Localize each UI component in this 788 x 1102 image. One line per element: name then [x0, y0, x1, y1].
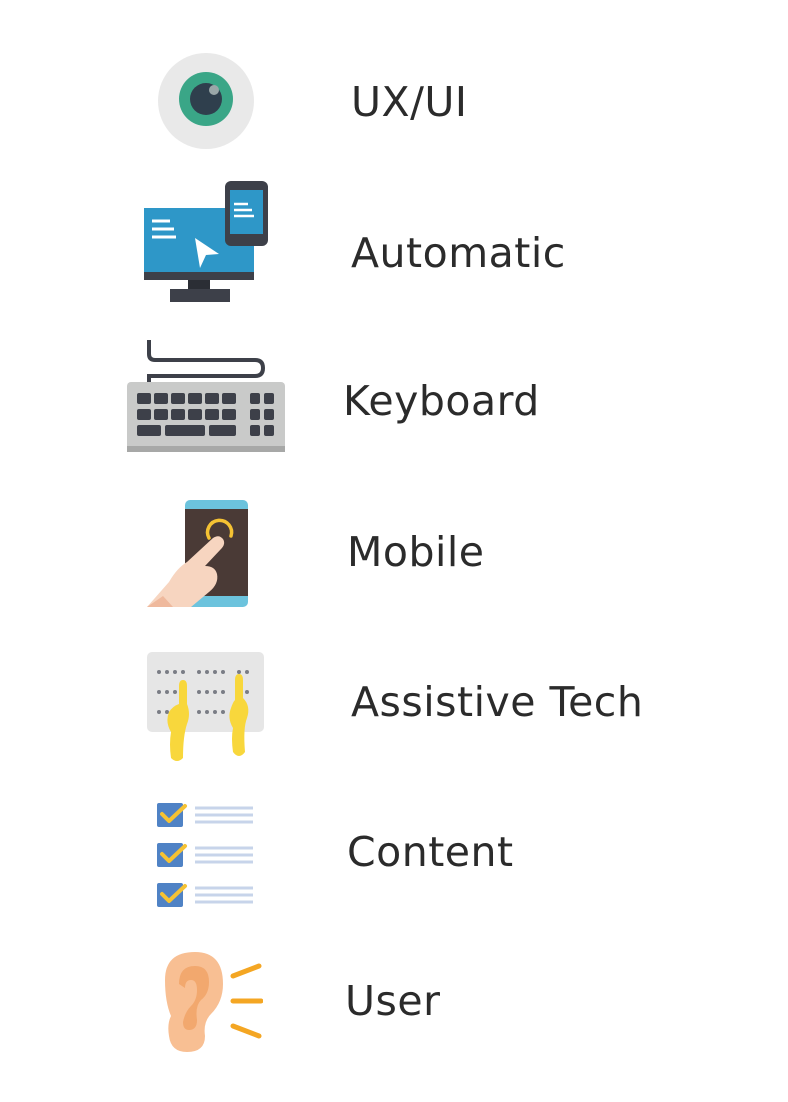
eye-icon: [157, 52, 255, 150]
list-item-label: Automatic: [351, 229, 566, 277]
list-item-keyboard: Keyboard: [0, 330, 788, 460]
list-item-label: UX/UI: [351, 78, 468, 126]
touch-phone-icon: [147, 500, 249, 608]
list-item-automatic: Automatic: [0, 170, 788, 310]
list-item-mobile: Mobile: [0, 490, 788, 615]
list-item-label: Content: [347, 828, 514, 876]
list-item-label: Assistive Tech: [351, 678, 644, 726]
braille-reader-icon: [147, 652, 265, 764]
list-item-label: Keyboard: [343, 377, 540, 425]
list-item-user: User: [0, 940, 788, 1070]
list-item-label: User: [345, 977, 441, 1025]
list-item-assistive-tech: Assistive Tech: [0, 640, 788, 770]
list-item-label: Mobile: [347, 528, 485, 576]
checklist-icon: [157, 803, 255, 908]
ear-icon: [157, 950, 263, 1054]
list-item-content: Content: [0, 795, 788, 915]
keyboard-icon: [127, 338, 287, 452]
list-item-ux-ui: UX/UI: [0, 0, 788, 150]
computer-phone-icon: [144, 181, 269, 303]
